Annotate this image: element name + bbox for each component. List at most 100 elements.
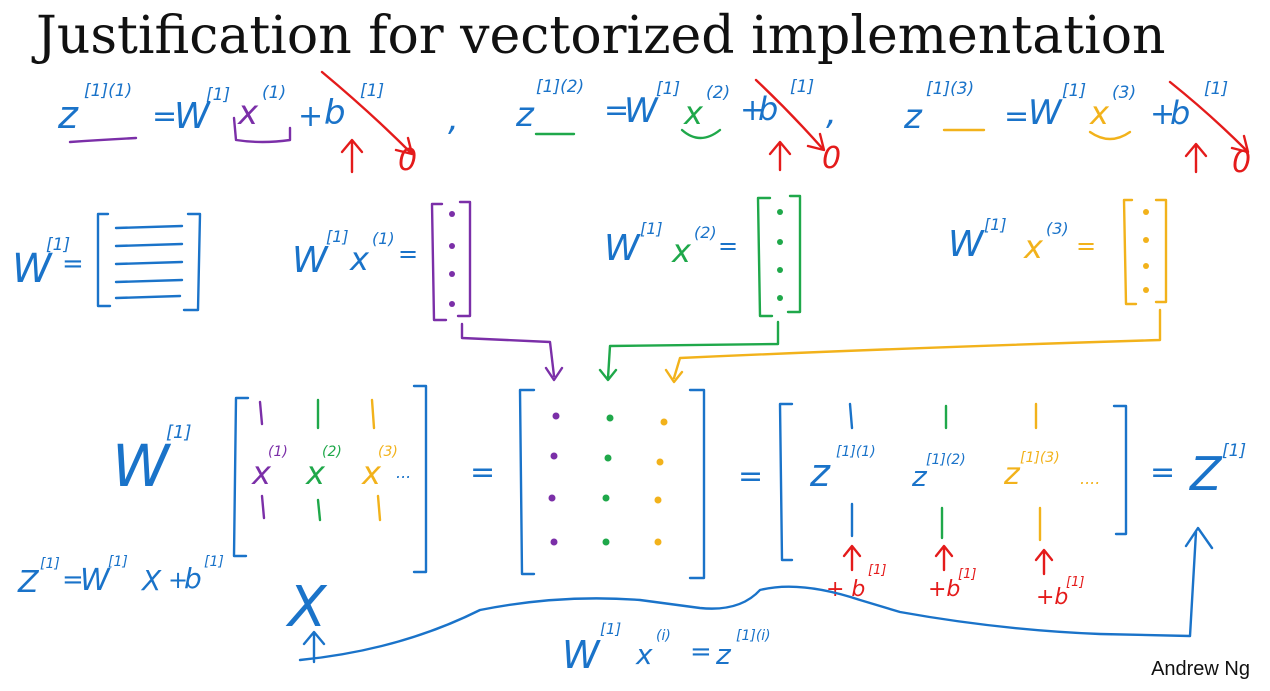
zmat-right-bracket: [1112, 404, 1128, 536]
eq3-w: W: [1028, 93, 1063, 133]
wdef-rows: [114, 224, 184, 300]
eq3-zero: 0: [1232, 145, 1251, 180]
bottom-z: z: [715, 638, 732, 671]
wdef-right-bracket: [182, 212, 202, 312]
bottom-w-sup: [1]: [600, 620, 621, 638]
big-w: W [1]: [112, 422, 192, 500]
wx2-left-bracket: [756, 196, 774, 318]
eq2-x-sup: (2): [706, 83, 730, 103]
eq1-strike-arrow: [320, 70, 412, 154]
wx2-entry: [777, 295, 783, 301]
wx2-w: W: [604, 228, 641, 269]
connector-column-3: [664, 308, 1162, 384]
eq3-w-sup: [1]: [1062, 81, 1086, 101]
wx3-entry: [1143, 287, 1149, 293]
eq3-z-sup: [1](3): [926, 79, 974, 99]
wx3-x: x: [1023, 228, 1044, 266]
equation-z1: z [1](1) = W [1] x (1) + b [1] 0 ,: [57, 81, 459, 178]
eq1-strike-arrowhead: [394, 136, 414, 156]
eq2-z: z: [515, 95, 535, 135]
pmat-entry: [548, 494, 556, 502]
bias3-arrow: [1034, 548, 1054, 576]
eq3-x: x: [1089, 94, 1110, 132]
eq2-zero: 0: [822, 141, 841, 176]
big-w-letter: W: [112, 432, 172, 500]
xmat-x2: x: [305, 454, 326, 492]
eq2-plus: +: [740, 93, 765, 128]
big-z-capital: Z: [1188, 447, 1223, 501]
bias3-sup: [1]: [1066, 575, 1084, 590]
bottom-w: W: [562, 633, 601, 677]
eq1-x-underbracket: [232, 116, 292, 144]
eq-comma-1: ,: [448, 99, 459, 139]
side-x: X: [140, 564, 162, 597]
pmat-right-bracket: [688, 388, 706, 580]
pmat-entry: [550, 538, 558, 546]
pmat-left-bracket: [518, 388, 536, 576]
side-w-sup: [1]: [108, 554, 128, 570]
wx1-x-sup: (1): [372, 229, 395, 248]
zmat-col1-lines: [848, 402, 854, 538]
pmat-entry: [604, 454, 612, 462]
eq1-w: W: [174, 96, 211, 137]
eq2-x-underbracket: [680, 128, 722, 140]
xmat-col1-lines: [258, 400, 266, 520]
zmat-z3-sup: [1](3): [1020, 450, 1060, 466]
xmat-col2-lines: [316, 398, 322, 522]
wx2-right-bracket: [786, 194, 802, 314]
equation-z2: z [1](2) = W [1] x (2) + b [1] 0 ,: [515, 77, 841, 176]
wx3-left-bracket: [1122, 198, 1138, 306]
xmat-x3-sup: (3): [378, 444, 398, 460]
eq2-b-sup: [1]: [790, 77, 814, 97]
eq2-w: W: [624, 91, 659, 131]
big-equals-3: =: [1150, 455, 1175, 490]
eq3-up-arrow: [1184, 142, 1208, 174]
bias2-sup: [1]: [958, 567, 976, 582]
pmat-entry: [550, 452, 558, 460]
equation-z3: z [1](3) = W [1] x (3) + b [1] 0: [903, 79, 1251, 180]
wx3-w: W: [948, 224, 985, 265]
wdef-equals: =: [62, 249, 84, 279]
wx2-entry: [777, 267, 783, 273]
eq-comma-2: ,: [826, 93, 837, 133]
bias2-arrow: [934, 544, 954, 572]
zmat-col3-lines: [1034, 402, 1042, 542]
author-name: Andrew Ng: [1151, 658, 1250, 680]
wx2-product: W [1] x (2) =: [604, 219, 738, 270]
xmat-x3: x: [361, 454, 382, 492]
product-matrix: [518, 388, 706, 580]
eq1-z-underline: [68, 136, 138, 144]
xmat-x1-sup: (1): [268, 444, 288, 460]
wx1-x: x: [349, 240, 370, 278]
zmat-z2: z: [911, 460, 928, 493]
zmat-left-bracket: [778, 402, 794, 562]
xmat-dots: ...: [396, 463, 411, 482]
wx3-entry: [1143, 209, 1149, 215]
bias-labels: + b [1] +b [1] +b [1]: [826, 563, 1084, 610]
eq3-x-sup: (3): [1112, 83, 1136, 103]
big-w-sup: [1]: [166, 422, 192, 443]
eq3-equals: =: [1004, 99, 1029, 134]
eq2-strike-arrowhead: [806, 132, 826, 152]
eq3-plus: +: [1150, 97, 1175, 132]
big-x-capital: X: [285, 575, 328, 640]
side-z-sup: [1]: [40, 556, 60, 572]
eq3-b-sup: [1]: [1204, 79, 1228, 99]
eq2-w-sup: [1]: [656, 79, 680, 99]
zmat-z1-sup: [1](1): [836, 444, 876, 460]
wx2-x: x: [671, 232, 692, 270]
wx1-column-vector: [430, 200, 472, 322]
pmat-entry: [660, 418, 668, 426]
wx3-entry: [1143, 237, 1149, 243]
xmat-x1: x: [251, 454, 272, 492]
eq3-x-underbracket: [1088, 130, 1132, 141]
eq3-b: b: [1170, 94, 1190, 132]
eq1-x-sup: (1): [262, 83, 286, 103]
side-b-sup: [1]: [204, 554, 224, 570]
wx1-left-bracket: [430, 202, 448, 322]
side-b: b: [184, 562, 202, 595]
pmat-entry: [656, 458, 664, 466]
eq1-z: z: [57, 93, 79, 137]
wx2-w-sup: [1]: [640, 219, 663, 238]
